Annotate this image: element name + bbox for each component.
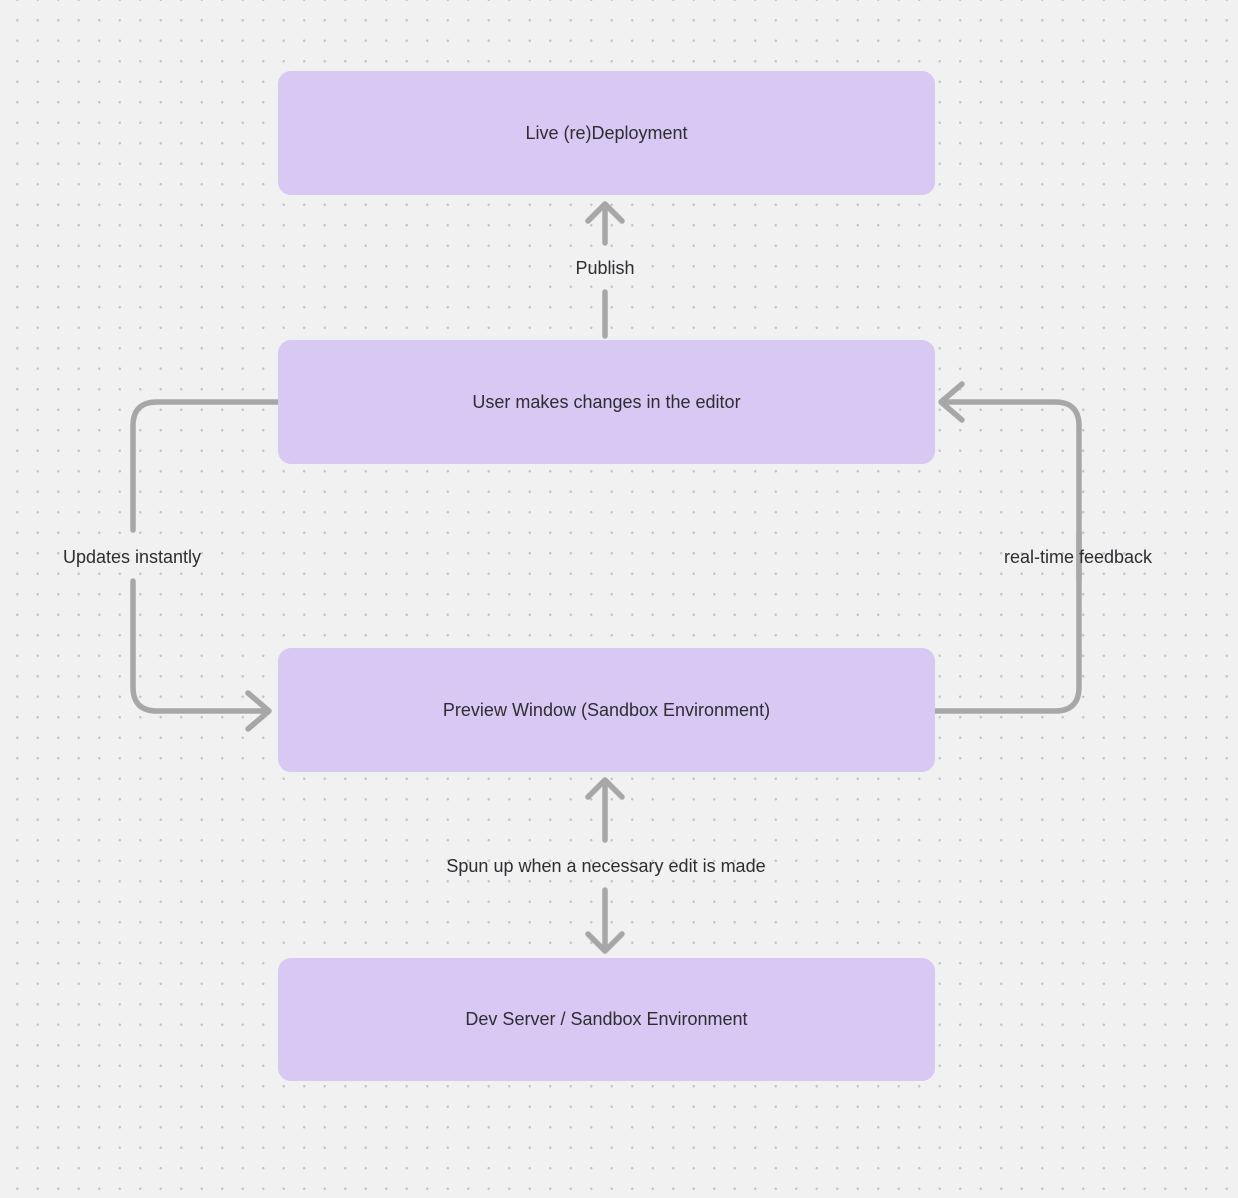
node-label: User makes changes in the editor [472,391,741,412]
node-label: Dev Server / Sandbox Environment [465,1009,748,1030]
node-dev-server: Dev Server / Sandbox Environment [278,958,935,1081]
edge-label-real-time-feedback: real-time feedback [1003,547,1153,568]
edge-label-updates-instantly: Updates instantly [62,547,202,568]
node-editor: User makes changes in the editor [278,340,935,464]
node-label: Preview Window (Sandbox Environment) [442,699,771,720]
edge-label-spun-up: Spun up when a necessary edit is made [446,856,766,877]
node-label: Live (re)Deployment [525,122,688,143]
node-live-deployment: Live (re)Deployment [278,71,935,195]
edge-label-publish: Publish [575,258,635,279]
node-preview-window: Preview Window (Sandbox Environment) [278,648,935,772]
